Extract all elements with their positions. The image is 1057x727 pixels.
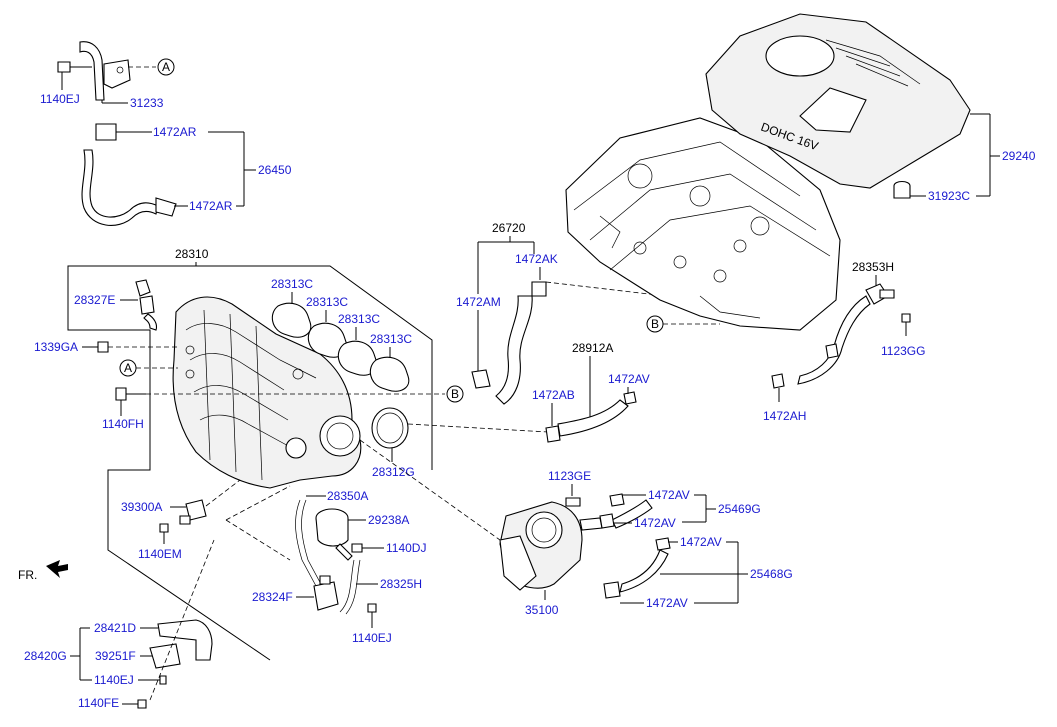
label-1472AV-5: 1472AV bbox=[646, 596, 688, 610]
label-1472AV-2: 1472AV bbox=[648, 488, 690, 502]
label-28327E: 28327E bbox=[74, 293, 115, 307]
bolt-1123GE bbox=[565, 497, 581, 507]
label-28350A: 28350A bbox=[327, 489, 368, 503]
label-35100: 35100 bbox=[525, 603, 559, 617]
clip-1472AH bbox=[771, 373, 785, 389]
direction-label-fr: FR. bbox=[18, 568, 37, 582]
actuator-29238A bbox=[315, 508, 353, 561]
hose-28325H bbox=[339, 559, 355, 613]
label-1472AR-1: 1472AR bbox=[153, 125, 197, 139]
engine-cover-29240 bbox=[705, 13, 971, 189]
sensor-28327E bbox=[135, 279, 158, 331]
label-28313C-3: 28313C bbox=[338, 312, 380, 326]
bolt-1339GA bbox=[97, 341, 109, 353]
bolt-1140FH bbox=[115, 387, 146, 401]
bolt-1123GG bbox=[901, 313, 911, 323]
label-1472AR-2: 1472AR bbox=[189, 199, 233, 213]
ref-circle-a-top bbox=[157, 58, 175, 76]
label-31923C: 31923C bbox=[928, 189, 970, 203]
label-1472AV-1: 1472AV bbox=[608, 372, 650, 386]
label-28353H: 28353H bbox=[852, 260, 894, 274]
label-1123GE: 1123GE bbox=[548, 469, 591, 483]
cap-31923C bbox=[893, 180, 911, 199]
label-1140EJ-bot: 1140EJ bbox=[94, 673, 134, 687]
cylinder-head bbox=[565, 117, 841, 331]
label-28313C-4: 28313C bbox=[370, 332, 412, 346]
ref-b-right-text: B bbox=[651, 317, 659, 331]
label-28312G: 28312G bbox=[372, 465, 415, 479]
label-1472AM: 1472AM bbox=[456, 295, 501, 309]
hose-28912A bbox=[545, 391, 637, 443]
label-28325H: 28325H bbox=[380, 577, 422, 591]
bracket-28421D bbox=[137, 619, 213, 709]
pipe-31233-assembly bbox=[57, 41, 156, 101]
label-28421D: 28421D bbox=[94, 621, 136, 635]
valve-28324F bbox=[313, 575, 339, 611]
label-1472AV-4: 1472AV bbox=[680, 535, 722, 549]
ref-b-left-text: B bbox=[451, 387, 459, 401]
bolt-1140EM bbox=[159, 523, 169, 533]
label-29240: 29240 bbox=[1002, 149, 1036, 163]
direction-arrow-icon bbox=[46, 560, 68, 578]
label-28324F: 28324F bbox=[252, 590, 293, 604]
sensor-39300A bbox=[179, 499, 207, 525]
hose-26450 bbox=[81, 123, 177, 226]
label-28420G: 28420G bbox=[24, 649, 67, 663]
label-28912A: 28912A bbox=[572, 341, 613, 355]
hose-26720 bbox=[471, 281, 547, 405]
label-1140FE: 1140FE bbox=[78, 696, 119, 710]
pipe-28353H bbox=[797, 283, 895, 385]
label-29238A: 29238A bbox=[368, 513, 409, 527]
gaskets-28313C bbox=[271, 302, 410, 392]
label-1472AB: 1472AB bbox=[532, 388, 575, 402]
label-39251F: 39251F bbox=[95, 649, 136, 663]
label-31233: 31233 bbox=[130, 96, 164, 110]
label-1339GA: 1339GA bbox=[34, 340, 78, 354]
label-25468G: 25468G bbox=[750, 567, 793, 581]
hose-25469G bbox=[599, 493, 653, 529]
label-26450: 26450 bbox=[258, 163, 292, 177]
ref-a-mid-text: A bbox=[124, 361, 132, 375]
label-28313C-2: 28313C bbox=[306, 295, 348, 309]
label-39300A: 39300A bbox=[121, 500, 162, 514]
label-26720: 26720 bbox=[492, 221, 526, 235]
gasket-28312G bbox=[371, 407, 409, 449]
intake-manifold-28310 bbox=[172, 296, 362, 489]
label-28310: 28310 bbox=[175, 247, 209, 261]
label-1123GG: 1123GG bbox=[881, 344, 925, 358]
label-28313C-1: 28313C bbox=[271, 277, 313, 291]
label-1140FH: 1140FH bbox=[102, 417, 144, 431]
label-1472AK: 1472AK bbox=[515, 252, 558, 266]
bolt-1140EJ-mid bbox=[367, 603, 377, 613]
label-1472AH: 1472AH bbox=[763, 409, 806, 423]
label-1140EJ-mid: 1140EJ bbox=[352, 631, 392, 645]
hose-25468G bbox=[603, 537, 671, 599]
tube-28350A bbox=[295, 499, 317, 587]
ref-circle-b-left bbox=[446, 385, 464, 403]
label-1472AV-3: 1472AV bbox=[634, 516, 676, 530]
label-25469G: 25469G bbox=[718, 502, 761, 516]
bolt-1140DJ bbox=[351, 543, 363, 553]
label-1140EJ-top: 1140EJ bbox=[40, 92, 80, 106]
label-1140EM: 1140EM bbox=[138, 547, 182, 561]
ref-a-top-text: A bbox=[162, 60, 170, 74]
throttle-body-35100 bbox=[499, 501, 603, 591]
label-1140DJ: 1140DJ bbox=[386, 541, 426, 555]
